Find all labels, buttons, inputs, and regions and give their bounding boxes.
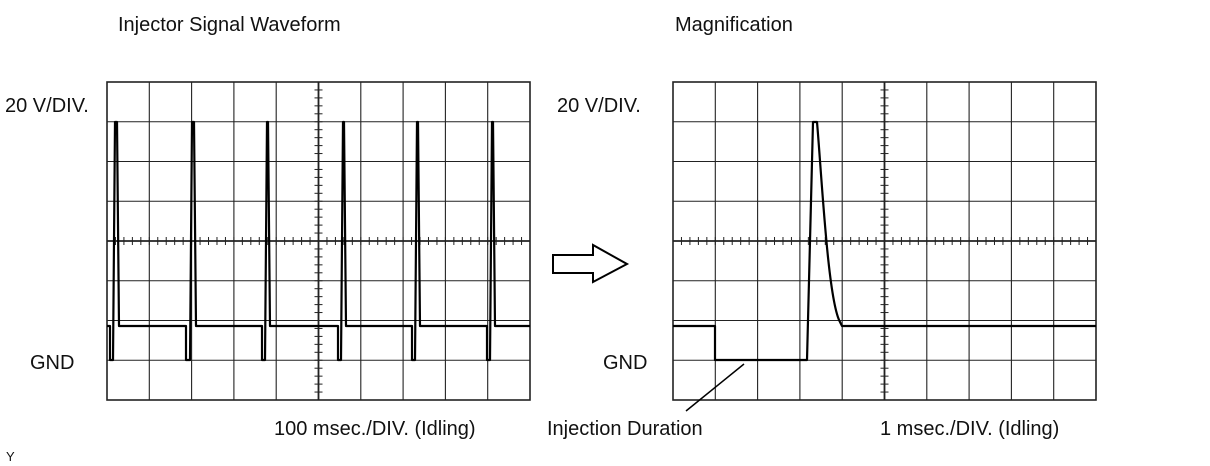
right-gnd-label: GND	[603, 352, 648, 374]
left-panel-title: Injector Signal Waveform	[118, 14, 341, 36]
left-waveform-trace	[107, 120, 530, 362]
left-time-div-label: 100 msec./DIV. (Idling)	[274, 418, 476, 440]
magnification-arrow-icon	[552, 243, 630, 284]
right-volt-div-label: 20 V/DIV.	[557, 95, 641, 117]
injection-duration-label: Injection Duration	[547, 418, 703, 440]
injection-duration-leader	[685, 363, 745, 412]
left-volt-div-label: 20 V/DIV.	[5, 95, 89, 117]
right-oscilloscope-grid	[672, 81, 1097, 401]
left-oscilloscope-grid	[106, 81, 531, 401]
left-gnd-label: GND	[30, 352, 75, 374]
right-panel-title: Magnification	[675, 14, 793, 36]
corner-mark: Y	[6, 449, 15, 464]
right-time-div-label: 1 msec./DIV. (Idling)	[880, 418, 1060, 440]
right-waveform-trace	[673, 120, 1096, 362]
